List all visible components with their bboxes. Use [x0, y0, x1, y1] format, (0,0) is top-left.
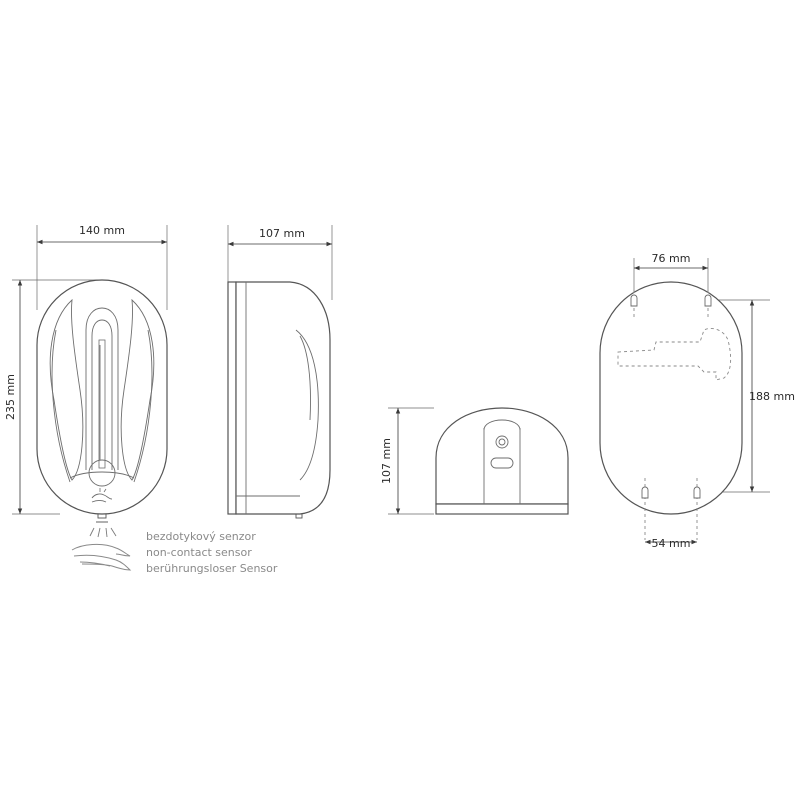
- bottom-body: [435, 407, 569, 505]
- rear-vertical-spacing-label: 188 mm: [749, 390, 795, 403]
- nozzle-circle: [495, 435, 509, 449]
- level-window-outer: [85, 307, 119, 470]
- side-backplate: [227, 281, 237, 515]
- side-depth-label: 107 mm: [259, 227, 305, 240]
- rear-body: [599, 281, 743, 515]
- side-view: 107 mm: [227, 225, 333, 519]
- rear-top-spacing-label: 76 mm: [652, 252, 691, 265]
- mounting-hole-top-left: [630, 290, 638, 318]
- rear-bottom-spacing-label: 54 mm: [652, 537, 691, 550]
- mounting-hole-top-right: [704, 290, 712, 318]
- bottom-view: 107 mm: [380, 407, 569, 515]
- mounting-hole-bottom-right: [693, 478, 701, 540]
- level-window-slot: [98, 339, 106, 469]
- hand-wave-icon: [71, 521, 132, 571]
- right-side-panel: [120, 298, 155, 481]
- front-height-label: 235 mm: [4, 374, 17, 420]
- dispenser-front-body: [36, 279, 168, 515]
- sensor-label-english: non-contact sensor: [146, 546, 252, 559]
- rear-view: 76 mm 188 mm 54 mm: [599, 252, 795, 550]
- bottom-depth-label: 107 mm: [380, 438, 393, 484]
- sensor-window: [490, 457, 514, 469]
- hand-sensor-icon: [91, 488, 113, 503]
- bottom-backplate: [435, 503, 569, 515]
- left-side-panel: [49, 298, 84, 481]
- front-view: 140 mm 235 mm: [4, 224, 168, 519]
- side-body: [235, 281, 331, 515]
- mounting-hole-bottom-left: [641, 478, 649, 540]
- sensor-label-german: berührungsloser Sensor: [146, 562, 278, 575]
- sensor-legend: bezdotykový senzor non-contact sensor be…: [71, 521, 278, 575]
- front-width-label: 140 mm: [79, 224, 125, 237]
- sensor-label-czech: bezdotykový senzor: [146, 530, 256, 543]
